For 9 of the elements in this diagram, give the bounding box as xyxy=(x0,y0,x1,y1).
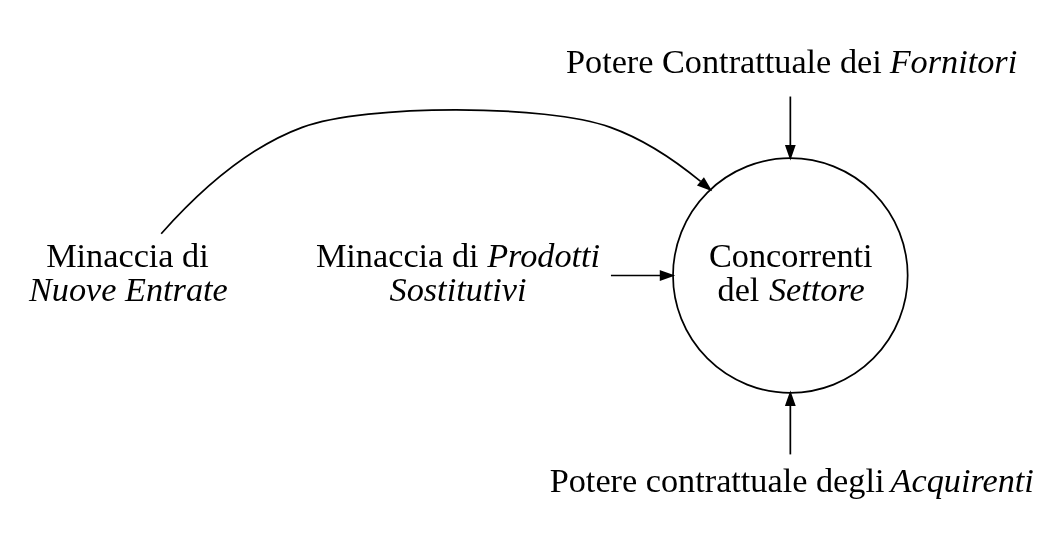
arrow xyxy=(610,270,676,281)
arrow xyxy=(784,390,796,456)
node-text: Minaccia di Nuove Entrate xyxy=(29,235,228,309)
arrow xyxy=(784,95,796,161)
node-text: Minaccia di Prodotti Sostitutivi xyxy=(315,235,601,309)
node-text: Potere Contrattuale dei Fornitori xyxy=(565,41,1018,80)
node-circle: Concorrenti del Settore xyxy=(672,157,909,394)
arrow xyxy=(160,108,713,235)
node-text: Potere contrattuale degli Acquirenti xyxy=(549,461,1034,500)
